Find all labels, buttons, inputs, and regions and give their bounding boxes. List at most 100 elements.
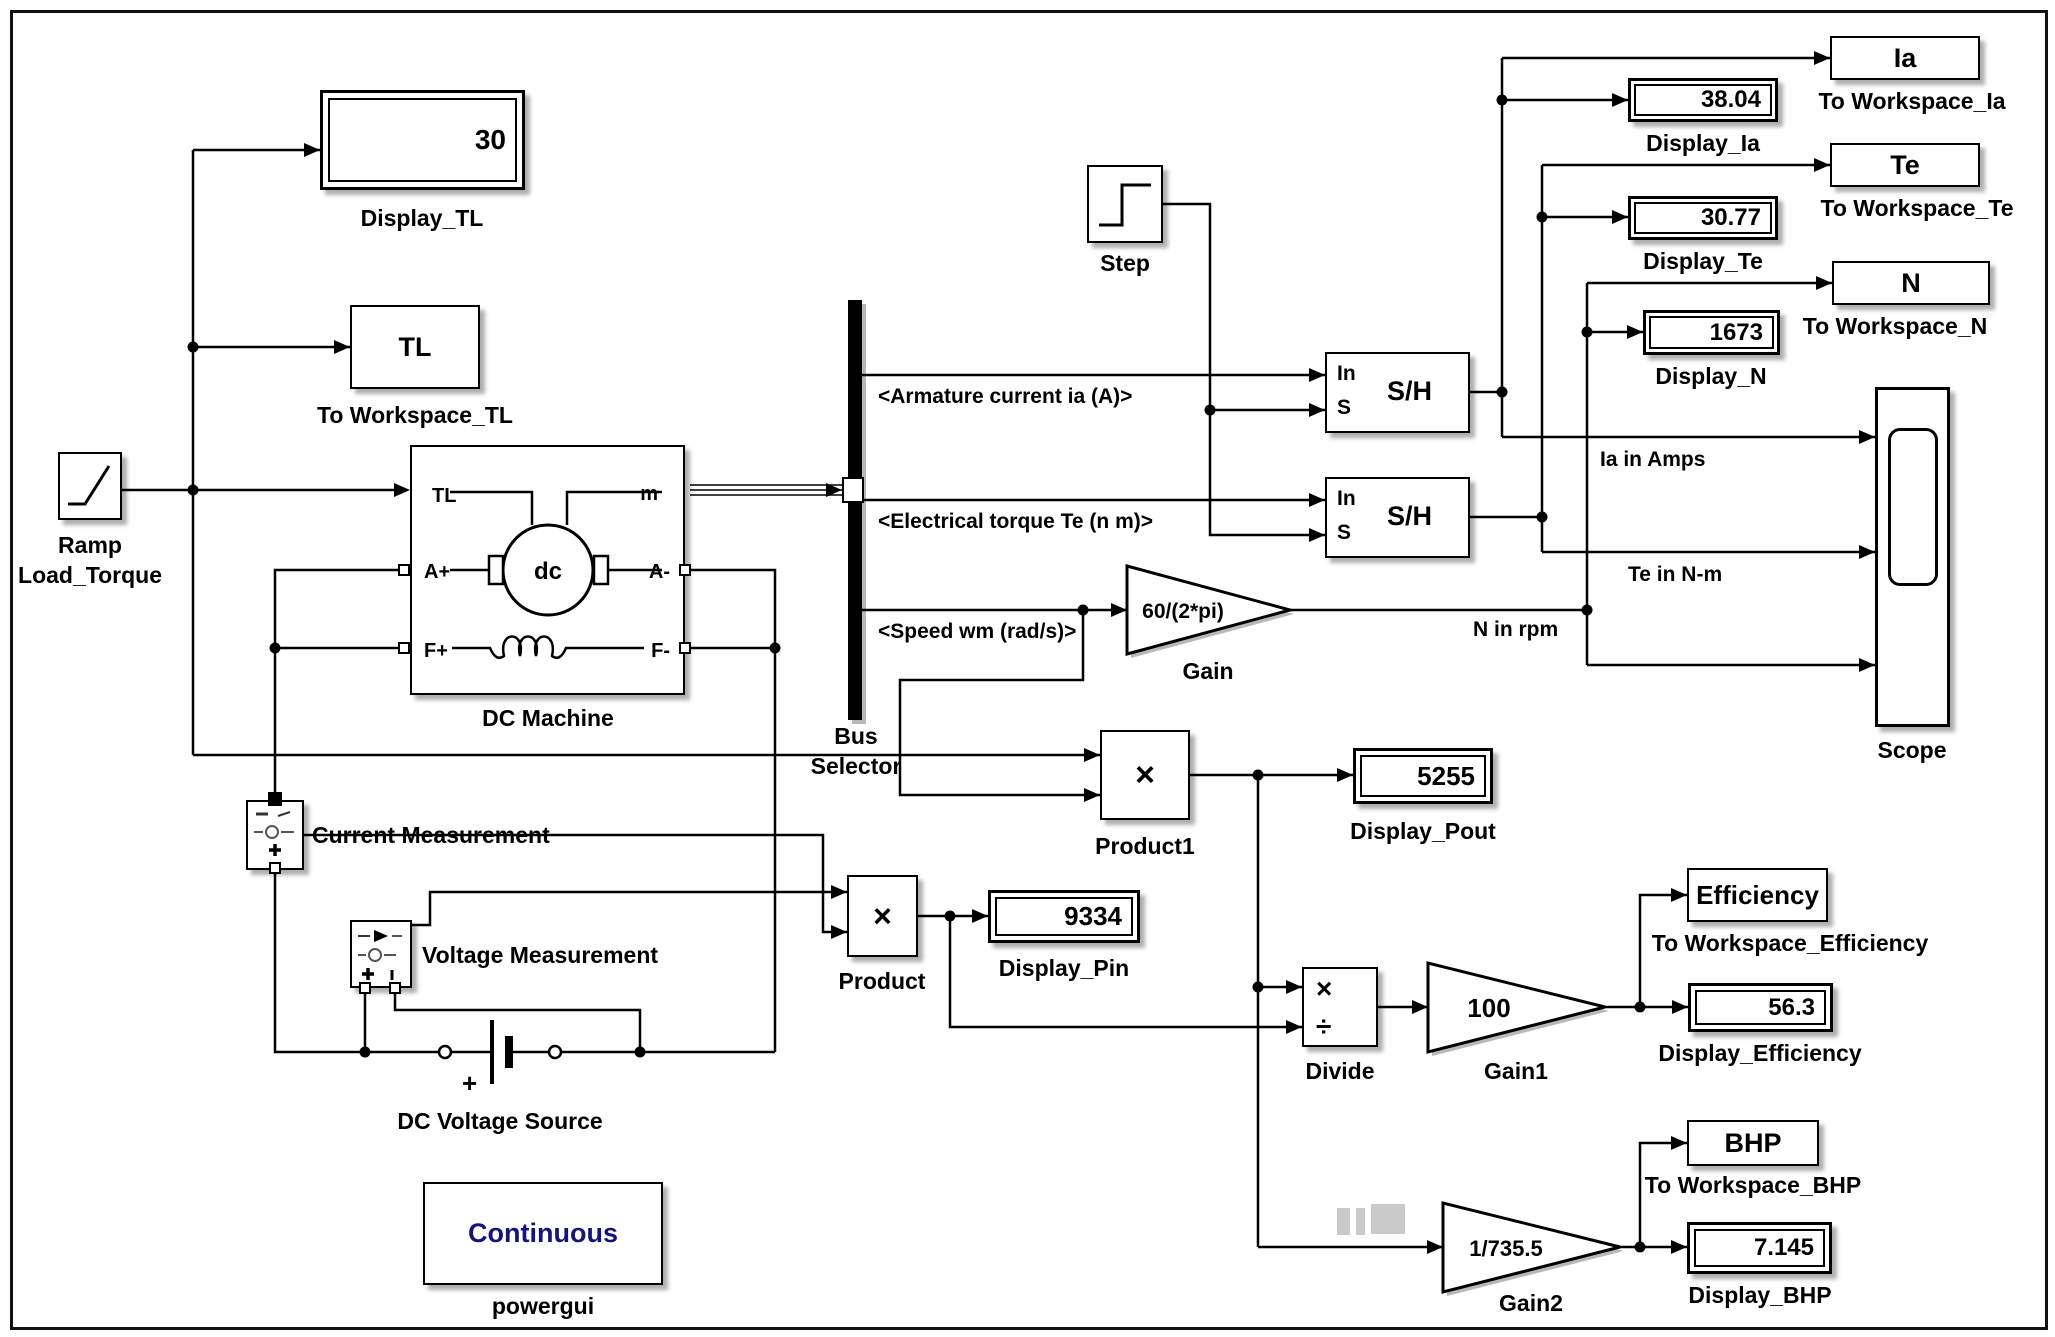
port-fplus[interactable] — [398, 642, 410, 654]
gain1-block[interactable]: 100 — [1426, 961, 1609, 1056]
powergui-block[interactable]: Continuous — [423, 1182, 663, 1285]
display-pin-label: Display_Pin — [998, 955, 1130, 981]
to-workspace-tl-block[interactable]: TL — [350, 305, 480, 389]
ramp-icon — [68, 465, 111, 506]
battery-plus-sign: + — [462, 1068, 477, 1098]
divide-block[interactable]: × ÷ — [1302, 967, 1378, 1047]
sample-hold-1-block[interactable]: In S S/H — [1325, 352, 1470, 433]
gain1-value: 100 — [1467, 993, 1510, 1023]
dc-machine-icon: dc TL m A+ A- F+ F- — [424, 483, 670, 662]
product1-block[interactable]: × — [1100, 730, 1190, 820]
scope-label: Scope — [1877, 737, 1947, 763]
step-block[interactable] — [1087, 165, 1163, 243]
sh1-text: S/H — [1387, 376, 1433, 406]
to-workspace-bhp-label: To Workspace_BHP — [1644, 1172, 1862, 1198]
signal-te-in-nm: Te in N-m — [1628, 563, 1723, 586]
product-op: × — [873, 897, 892, 934]
cm-bottom-terminal[interactable] — [269, 862, 281, 874]
display-pin-block[interactable]: 9334 — [988, 890, 1140, 943]
to-workspace-n-block[interactable]: N — [1832, 261, 1990, 305]
display-efficiency-label: Display_Efficiency — [1658, 1040, 1862, 1066]
display-pin-value: 9334 — [995, 897, 1133, 936]
gain-label: Gain — [1182, 658, 1234, 684]
port-m-label: m — [640, 483, 658, 505]
gain-block[interactable]: 60/(2*pi) — [1125, 564, 1296, 658]
to-workspace-bhp-block[interactable]: BHP — [1687, 1120, 1819, 1166]
to-workspace-tl-label: To Workspace_TL — [317, 402, 513, 428]
bus-selector-label-2: Selector — [810, 753, 902, 779]
wire-pout-net — [1190, 773, 1443, 1249]
gain2-value: 1/735.5 — [1469, 1236, 1542, 1261]
product1-op: × — [1135, 755, 1155, 794]
scope-screen — [1888, 428, 1938, 586]
wire-speed-to-product1 — [898, 610, 1100, 797]
wire-vm-terminals — [363, 988, 642, 1052]
port-fminus-label: F- — [651, 640, 670, 662]
signal-speed: <Speed wm (rad/s)> — [878, 620, 1077, 643]
sample-hold-2-block[interactable]: In S S/H — [1325, 477, 1470, 558]
bus-selector-label-1: Bus — [834, 723, 878, 749]
gain-value: 60/(2*pi) — [1142, 600, 1224, 623]
display-ia-block[interactable]: 38.04 — [1628, 78, 1778, 122]
watermark-artifact — [1356, 1208, 1365, 1235]
voltage-measurement-block[interactable] — [350, 920, 412, 988]
port-aplus-label: A+ — [424, 561, 450, 583]
to-workspace-te-block[interactable]: Te — [1830, 143, 1980, 187]
port-aminus[interactable] — [679, 564, 691, 576]
dc-machine-label: DC Machine — [482, 705, 614, 731]
wire-te-net — [1470, 163, 1875, 554]
sh2-in-port: In — [1337, 487, 1356, 510]
watermark-artifact — [1371, 1204, 1405, 1234]
current-measurement-block[interactable] — [246, 800, 304, 870]
signal-electrical-torque: <Electrical torque Te (n m)> — [878, 510, 1154, 533]
display-bhp-block[interactable]: 7.145 — [1687, 1222, 1832, 1274]
display-n-label: Display_N — [1655, 363, 1767, 389]
to-workspace-ia-block[interactable]: Ia — [1830, 36, 1980, 80]
sh2-s-port: S — [1337, 521, 1352, 544]
cm-top-terminal[interactable] — [268, 792, 282, 806]
display-tl-label: Display_TL — [360, 205, 484, 231]
ramp-label-1: Ramp — [58, 532, 122, 558]
wire-bottom-rail — [273, 870, 775, 1054]
port-aplus[interactable] — [398, 564, 410, 576]
wire-aminus-fminus — [690, 568, 777, 1052]
voltage-measurement-label: Voltage Measurement — [422, 942, 659, 968]
to-workspace-ia-label: To Workspace_Ia — [1818, 88, 2006, 114]
display-n-value: 1673 — [1649, 316, 1774, 349]
ws-tl-text: TL — [398, 331, 432, 362]
display-te-block[interactable]: 30.77 — [1628, 196, 1778, 240]
watermark-artifact — [1337, 1208, 1350, 1235]
display-tl-block[interactable]: 30 — [320, 90, 525, 190]
ws-efficiency-text: Efficiency — [1696, 879, 1819, 910]
dc-core-text: dc — [534, 558, 562, 585]
wire-aplus-fplus — [273, 568, 402, 800]
display-efficiency-block[interactable]: 56.3 — [1688, 983, 1833, 1032]
gain2-block[interactable]: 1/735.5 — [1441, 1201, 1624, 1296]
wire-machine-bus — [690, 484, 842, 496]
port-fminus[interactable] — [679, 642, 691, 654]
wire-ia-net — [1470, 56, 1875, 439]
dc-voltage-source-label: DC Voltage Source — [397, 1108, 603, 1134]
vm-minus-terminal[interactable] — [389, 982, 401, 994]
scope-block[interactable] — [1875, 387, 1950, 727]
bus-selector-bar[interactable] — [848, 300, 862, 720]
display-ia-value: 38.04 — [1634, 84, 1772, 116]
to-workspace-efficiency-block[interactable]: Efficiency — [1687, 868, 1828, 922]
diagram-border — [10, 10, 2048, 1330]
bus-input-connector[interactable] — [842, 477, 864, 503]
signal-ia-in-amps: Ia in Amps — [1600, 448, 1706, 471]
display-pout-block[interactable]: 5255 — [1353, 748, 1493, 804]
ws-n-text: N — [1901, 267, 1921, 298]
display-pout-value: 5255 — [1360, 755, 1486, 797]
to-workspace-efficiency-label: To Workspace_Efficiency — [1651, 930, 1929, 956]
vm-plus-terminal[interactable] — [359, 982, 371, 994]
port-aminus-label: A- — [649, 561, 670, 583]
ramp-block[interactable] — [58, 452, 122, 520]
display-n-block[interactable]: 1673 — [1643, 310, 1780, 355]
product-block[interactable]: × — [847, 875, 918, 957]
display-ia-label: Display_Ia — [1646, 130, 1760, 156]
dc-machine-block[interactable]: dc TL m A+ A- F+ F- — [410, 445, 685, 695]
dc-voltage-source-symbol[interactable]: + — [437, 1020, 563, 1098]
